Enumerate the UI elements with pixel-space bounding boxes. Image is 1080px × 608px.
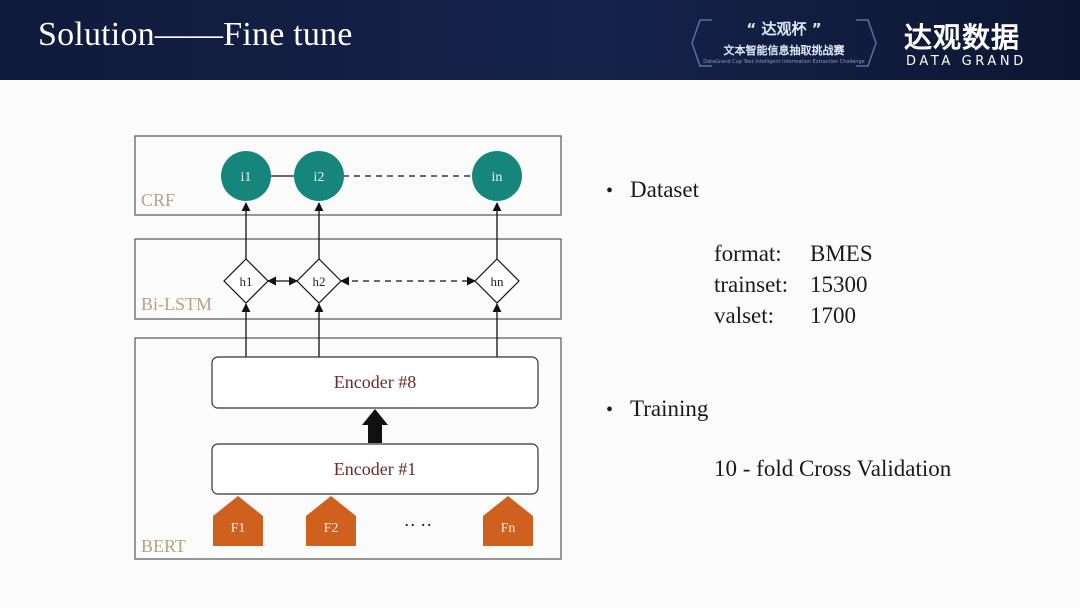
competition-badge: “ 达观杯 ” 文本智能信息抽取挑战赛 DataGrand Cup Text I… xyxy=(690,16,878,70)
dataset-row: valset: 1700 xyxy=(714,300,873,331)
lstm-node-label: h2 xyxy=(313,274,326,289)
crf-layer-label: CRF xyxy=(141,190,175,210)
encoder-1-label: Encoder #1 xyxy=(334,459,416,479)
crf-node-i2: i2 xyxy=(294,151,344,201)
input-token-fn: Fn xyxy=(483,496,533,546)
encoder-8-label: Encoder #8 xyxy=(334,372,416,392)
badge-frame-icon xyxy=(691,19,877,67)
crf-node-i1: i1 xyxy=(221,151,271,201)
crf-node-in: in xyxy=(472,151,522,201)
dataset-heading: Dataset xyxy=(630,177,699,202)
dataset-key: trainset: xyxy=(714,272,789,297)
dataset-key: valset: xyxy=(714,303,775,328)
lstm-node-label: hn xyxy=(491,274,505,289)
encoder-8-block: Encoder #8 xyxy=(211,356,539,409)
lstm-node-hn: hn xyxy=(474,258,520,304)
dataset-key: format: xyxy=(714,241,782,266)
encoder-1-block: Encoder #1 xyxy=(211,443,539,495)
dataset-bullet: • Dataset xyxy=(606,177,699,203)
bilstm-layer-label: Bi-LSTM xyxy=(141,294,212,314)
input-token-f1: F1 xyxy=(213,496,263,546)
crf-node-label: in xyxy=(492,170,503,185)
header-bar: Solution——Fine tune “ 达观杯 ” 文本智能信息抽取挑战赛 … xyxy=(0,0,1080,80)
lstm-node-label: h1 xyxy=(240,274,253,289)
dataset-value: 15300 xyxy=(810,272,868,297)
training-heading: Training xyxy=(630,396,709,421)
slide-title: Solution——Fine tune xyxy=(38,16,353,53)
lstm-node-h1: h1 xyxy=(223,258,269,304)
input-ellipsis: ·· ·· xyxy=(404,515,432,535)
badge-title: “ 达观杯 ” xyxy=(746,20,822,38)
input-token-label: F1 xyxy=(231,521,246,536)
brand-logo-cn: 达观数据 xyxy=(904,21,1021,54)
input-token-label: F2 xyxy=(324,521,339,536)
dataset-row: format: BMES xyxy=(714,238,873,269)
bullet-dot-icon: • xyxy=(606,180,614,202)
bert-layer-label: BERT xyxy=(141,536,186,556)
dataset-details: format: BMES trainset: 15300 valset: 1700 xyxy=(714,238,873,331)
badge-english: DataGrand Cup Text Intelligent Informati… xyxy=(703,59,865,65)
badge-subtitle: 文本智能信息抽取挑战赛 xyxy=(723,44,845,57)
encoder-stack-arrow xyxy=(362,409,388,443)
dataset-value: 1700 xyxy=(810,303,856,328)
lstm-node-h2: h2 xyxy=(296,258,342,304)
training-bullet: • Training xyxy=(606,396,708,422)
crf-node-label: i1 xyxy=(241,170,252,185)
input-token-label: Fn xyxy=(501,521,516,536)
dataset-row: trainset: 15300 xyxy=(714,269,873,300)
training-detail: 10 - fold Cross Validation xyxy=(714,456,952,481)
input-token-f2: F2 xyxy=(306,496,356,546)
brand-logo-en: DATA GRAND xyxy=(906,54,1027,69)
dataset-value: BMES xyxy=(810,241,873,266)
bullet-dot-icon: • xyxy=(606,399,614,421)
crf-node-label: i2 xyxy=(314,170,325,185)
